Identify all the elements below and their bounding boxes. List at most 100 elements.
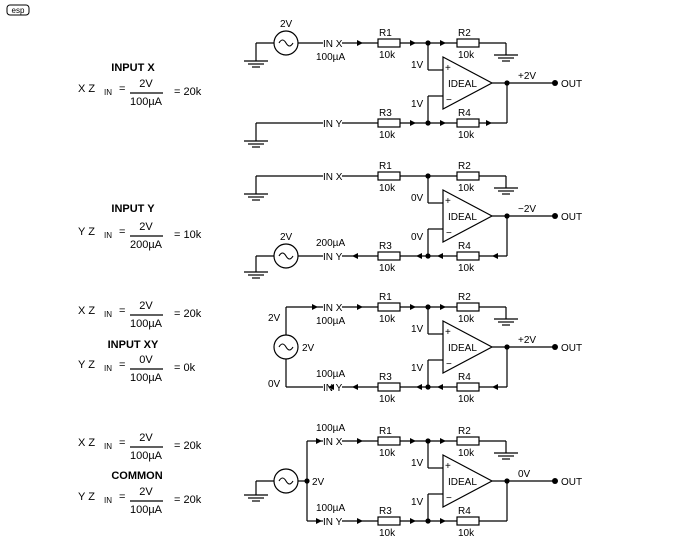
- inverting-sign: −: [446, 493, 452, 504]
- current-arrow: [312, 304, 318, 310]
- ac-source-icon: [273, 468, 299, 494]
- equation-result: = 10k: [174, 229, 202, 241]
- section-title-input-xy: INPUT XY: [108, 339, 159, 351]
- current-arrow: [352, 384, 358, 390]
- current-y-label: 100µA: [316, 503, 345, 514]
- op-amp-label: IDEAL: [448, 212, 477, 223]
- equation-subscript: IN: [104, 231, 112, 240]
- resistor-r4: [456, 251, 480, 261]
- output-voltage: +2V: [518, 335, 536, 346]
- op-amp-symbol: [442, 56, 494, 110]
- equation-denominator: 100µA: [130, 504, 163, 516]
- circuit-section-1: IN XIN YR110kR210kR310kR410kIDEAL+−1V1VO…: [244, 19, 582, 148]
- non-inverting-sign: +: [445, 461, 451, 472]
- resistor-r4: [456, 516, 480, 526]
- output-voltage: −2V: [518, 204, 536, 215]
- current-x-label: 100µA: [316, 52, 345, 63]
- equation-prefix: X Z: [78, 437, 95, 449]
- resistor-r4: [456, 118, 480, 128]
- equation-equals: =: [119, 437, 125, 449]
- equation-result: = 20k: [174, 308, 202, 320]
- r3-value: 10k: [379, 263, 396, 274]
- current-arrow: [416, 384, 422, 390]
- op-amp-label: IDEAL: [448, 477, 477, 488]
- equation-prefix: X Z: [78, 83, 95, 95]
- r4-label: R4: [458, 372, 471, 383]
- current-arrow: [437, 384, 443, 390]
- current-arrow: [440, 40, 446, 46]
- current-y-label: 100µA: [316, 369, 345, 380]
- input-y-label: IN Y: [323, 119, 343, 130]
- resistor-r3: [377, 516, 401, 526]
- r2-value: 10k: [458, 50, 475, 61]
- r4-value: 10k: [458, 528, 475, 539]
- current-x-label: 100µA: [316, 316, 345, 327]
- circuit-section-4: IN XIN YR110kR210kR310kR410kIDEAL+−1V1VO…: [244, 423, 582, 539]
- r1-label: R1: [379, 426, 392, 437]
- current-arrow: [440, 120, 446, 126]
- inverting-sign: −: [446, 228, 452, 239]
- r1-value: 10k: [379, 448, 396, 459]
- r2-value: 10k: [458, 448, 475, 459]
- r2-label: R2: [458, 161, 471, 172]
- equation-numerator: 2V: [139, 78, 153, 90]
- node-x-voltage: 0V: [411, 193, 424, 204]
- r4-label: R4: [458, 241, 471, 252]
- equation-subscript: IN: [104, 496, 112, 505]
- equation-denominator: 100µA: [130, 372, 163, 384]
- node-x-voltage: 1V: [411, 324, 424, 335]
- equation-prefix: X Z: [78, 305, 95, 317]
- equation-equals: =: [119, 226, 125, 238]
- equation-prefix: Y Z: [78, 359, 95, 371]
- section-title-input-x: INPUT X: [111, 62, 155, 74]
- resistor-r3: [377, 251, 401, 261]
- output-voltage: +2V: [518, 71, 536, 82]
- equation-denominator: 100µA: [130, 318, 163, 330]
- r1-label: R1: [379, 161, 392, 172]
- current-arrow: [440, 304, 446, 310]
- equation-denominator: 100µA: [130, 96, 163, 108]
- ac-source-icon: [273, 334, 299, 360]
- input-y-label: IN Y: [323, 252, 343, 263]
- circuit-section-3: IN XIN YR110kR210kR310kR410kIDEAL+−1V1VO…: [268, 292, 582, 405]
- current-arrow: [328, 384, 334, 390]
- ac-source-icon: [273, 30, 299, 56]
- r4-value: 10k: [458, 394, 475, 405]
- op-amp-label: IDEAL: [448, 79, 477, 90]
- equation-numerator: 2V: [139, 221, 153, 233]
- equation-equals: =: [119, 83, 125, 95]
- ground-icon: [244, 60, 268, 68]
- op-amp-symbol: [442, 320, 494, 374]
- op-amp-label: IDEAL: [448, 343, 477, 354]
- input-x-label: IN X: [323, 172, 343, 183]
- equation-numerator: 2V: [139, 432, 153, 444]
- current-arrow: [357, 40, 363, 46]
- output-label: OUT: [561, 212, 582, 223]
- source-top-voltage: 2V: [268, 313, 281, 324]
- r1-label: R1: [379, 292, 392, 303]
- ground-icon: [244, 193, 268, 201]
- inverting-sign: −: [446, 359, 452, 370]
- ground-icon: [494, 452, 518, 460]
- equation-subscript: IN: [104, 442, 112, 451]
- current-arrow: [316, 438, 322, 444]
- resistor-r2: [456, 38, 480, 48]
- r3-value: 10k: [379, 130, 396, 141]
- resistor-r4: [456, 382, 480, 392]
- current-arrow: [486, 120, 492, 126]
- non-inverting-sign: +: [445, 327, 451, 338]
- ground-icon: [494, 187, 518, 195]
- resistor-r2: [456, 302, 480, 312]
- equation-prefix: Y Z: [78, 491, 95, 503]
- r4-value: 10k: [458, 263, 475, 274]
- resistor-r1: [377, 38, 401, 48]
- r4-label: R4: [458, 108, 471, 119]
- current-arrow: [357, 304, 363, 310]
- output-terminal: [552, 344, 558, 350]
- r2-label: R2: [458, 28, 471, 39]
- equation-equals: =: [119, 305, 125, 317]
